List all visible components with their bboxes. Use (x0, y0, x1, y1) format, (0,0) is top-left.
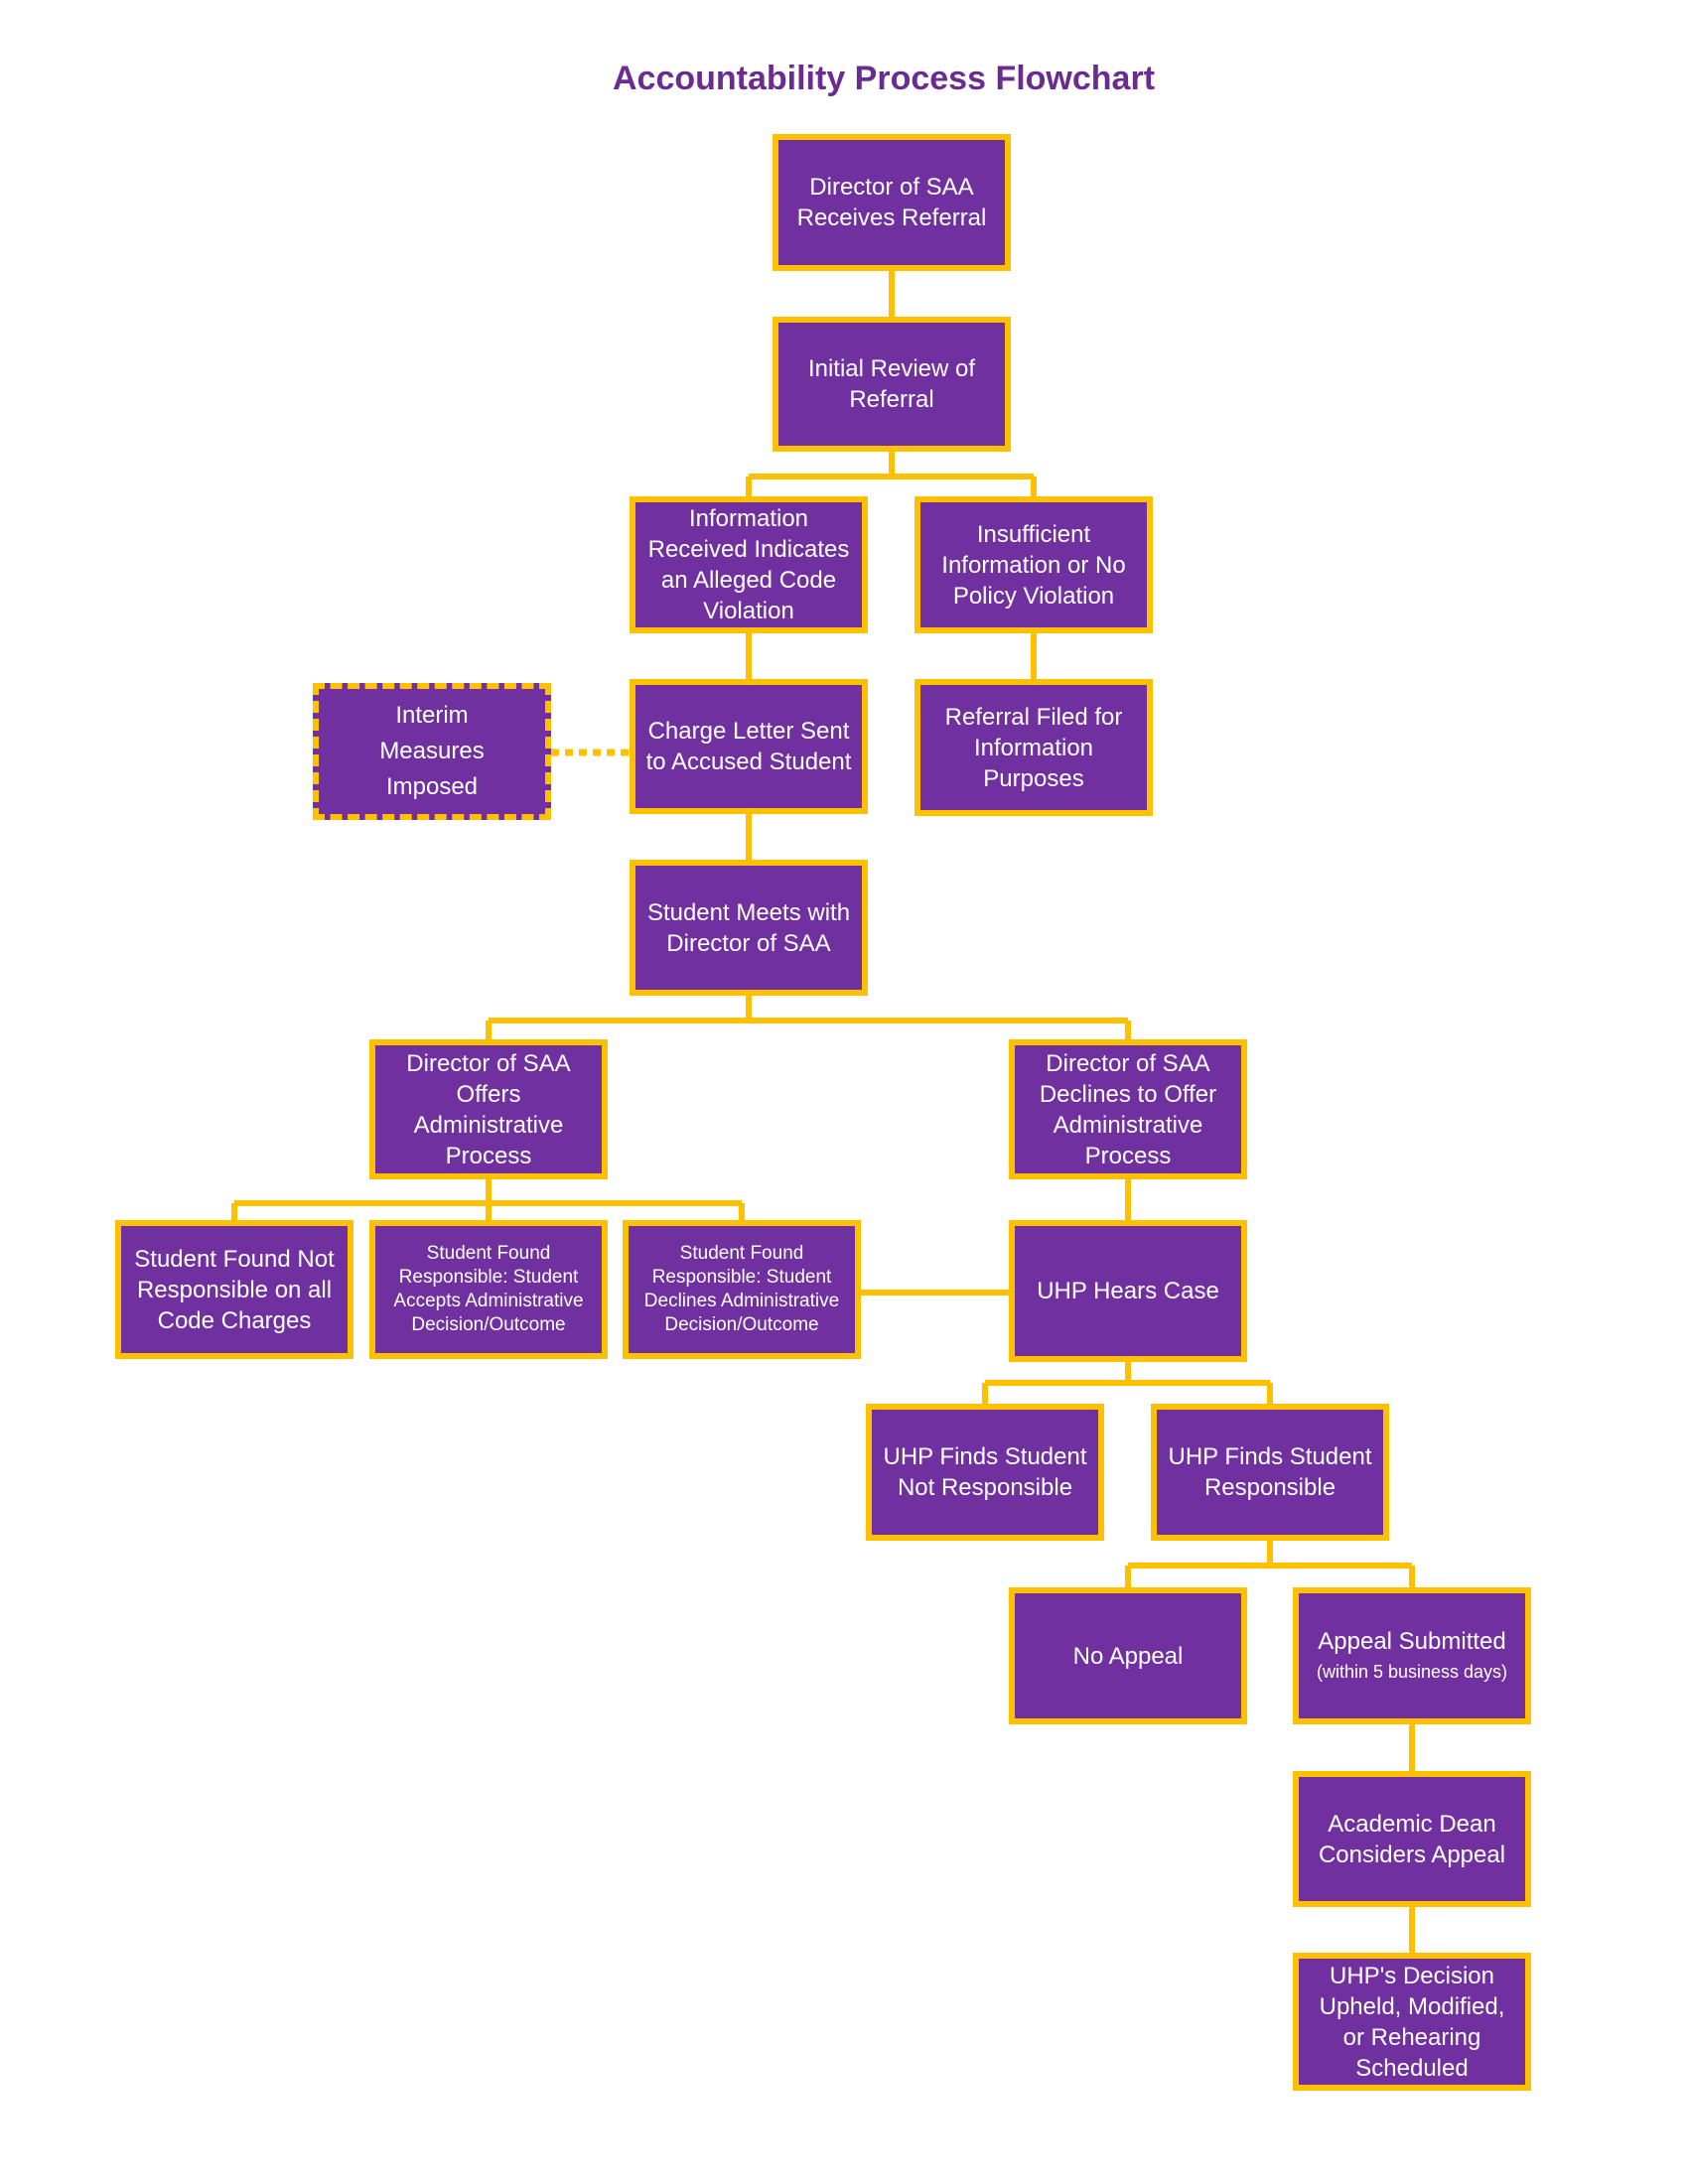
node-uhp-responsible: UHP Finds Student Responsible (1151, 1404, 1389, 1541)
node-declines-decision: Student Found Responsible: Student Decli… (623, 1220, 861, 1359)
node-director-receives: Director of SAA Receives Referral (773, 134, 1011, 271)
node-declines-admin: Director of SAA Declines to Offer Admini… (1009, 1039, 1247, 1179)
node-interim-measures: Interim Measures Imposed (313, 683, 551, 820)
node-charge-letter: Charge Letter Sent to Accused Student (630, 679, 868, 814)
node-alleged-violation: Information Received Indicates an Allege… (630, 496, 868, 633)
node-uhp-hears: UHP Hears Case (1009, 1220, 1247, 1362)
node-appeal-submitted: Appeal Submitted (within 5 business days… (1293, 1587, 1531, 1724)
node-student-meets: Student Meets with Director of SAA (630, 860, 868, 996)
node-offers-admin: Director of SAA Offers Administrative Pr… (369, 1039, 608, 1179)
node-uhp-not-responsible: UHP Finds Student Not Responsible (866, 1404, 1104, 1541)
node-referral-filed: Referral Filed for Information Purposes (914, 679, 1153, 816)
node-initial-review: Initial Review of Referral (773, 317, 1011, 452)
node-decision-upheld: UHP's Decision Upheld, Modified, or Rehe… (1293, 1953, 1531, 2091)
page-title: Accountability Process Flowchart (612, 60, 1156, 97)
node-insufficient-info: Insufficient Information or No Policy Vi… (914, 496, 1153, 633)
node-accepts-admin: Student Found Responsible: Student Accep… (369, 1220, 608, 1359)
node-dean-considers: Academic Dean Considers Appeal (1293, 1771, 1531, 1907)
node-no-appeal: No Appeal (1009, 1587, 1247, 1724)
appeal-submitted-label: Appeal Submitted (1318, 1627, 1506, 1655)
node-not-responsible-all: Student Found Not Responsible on all Cod… (115, 1220, 353, 1359)
appeal-deadline-note: (within 5 business days) (1316, 1661, 1508, 1682)
